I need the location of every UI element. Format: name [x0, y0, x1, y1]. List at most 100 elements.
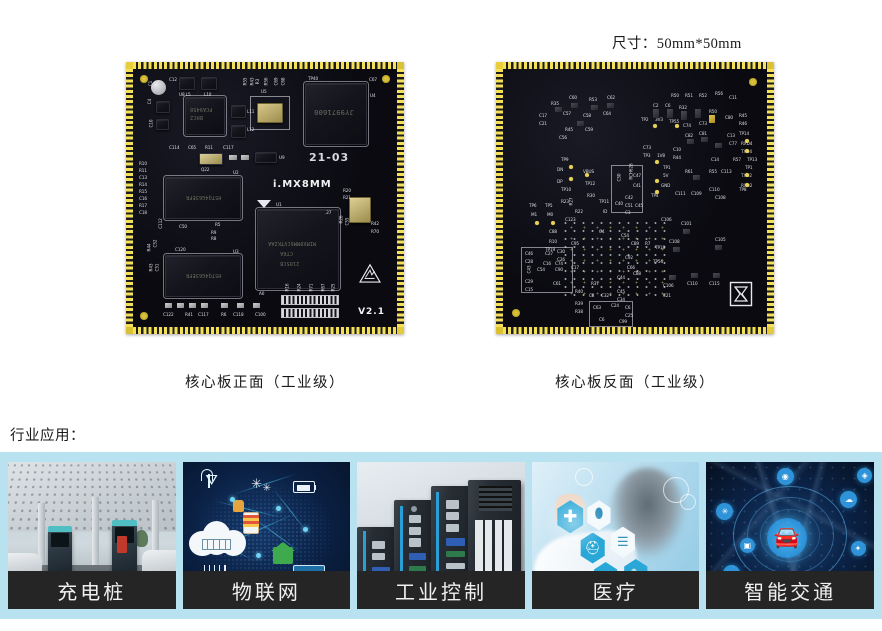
- date-code-marking: 21-03: [309, 151, 350, 164]
- capacitor: [653, 109, 659, 118]
- app-tile-label: 物联网: [182, 571, 351, 609]
- mounting-hole: [382, 75, 390, 83]
- pcb-front: PCA9450 BHCZ U8 L5 L10 C4 C10 C1 C12 JY9…: [126, 62, 404, 334]
- capacitor: [555, 107, 562, 112]
- mounting-hole: [749, 78, 757, 86]
- capacitor: [713, 273, 720, 278]
- silkscreen-outline: [589, 301, 633, 327]
- capacitor: [667, 109, 673, 118]
- rtc-crystal: [349, 197, 371, 223]
- test-point: [569, 177, 573, 181]
- test-point: [745, 149, 749, 153]
- app-tile-label: 充电桩: [8, 571, 176, 609]
- board-front-figure: PCA9450 BHCZ U8 L5 L10 C4 C10 C1 C12 JY9…: [126, 62, 404, 334]
- capacitor: [229, 155, 237, 160]
- capacitor: [571, 103, 578, 108]
- test-point: [745, 139, 749, 143]
- passive-component-field: [561, 219, 671, 299]
- capacitor: [237, 303, 244, 308]
- pin1-marker: [257, 200, 271, 208]
- capacitor: [715, 245, 722, 250]
- test-pad: [151, 80, 166, 95]
- app-tile-medical[interactable]: ✚ ⬮ ⛑ ☰ ▣ ✎ 医疗: [531, 462, 700, 609]
- app-tile-industrial-control[interactable]: 工业控制: [357, 462, 525, 609]
- connector-q22: [199, 153, 223, 165]
- capacitor: [189, 303, 196, 308]
- ddr-memory-chip-2: H5TQ4G63EFR: [163, 253, 243, 299]
- castellated-edge-bottom: [133, 327, 397, 334]
- capacitor: [607, 103, 614, 108]
- castellated-edge-bottom: [503, 327, 767, 334]
- test-point: [535, 221, 539, 225]
- board-back-figure: R35 C60 R53 C62 C17 C21 C57 C58 C64 R45 …: [496, 62, 774, 334]
- caption-front: 核心板正面（工业级）: [185, 375, 345, 391]
- capacitor: [577, 121, 584, 126]
- capacitor: [221, 303, 228, 308]
- mounting-hole: [140, 75, 148, 83]
- app-tile-label: 智能交通: [706, 571, 874, 609]
- capacitor: [709, 115, 715, 123]
- inductor-l5: [179, 77, 195, 90]
- capacitor: [165, 303, 172, 308]
- castellated-edge-right: [397, 69, 404, 327]
- app-tile-ev-charging[interactable]: 充电桩: [8, 462, 176, 609]
- capacitor: [177, 303, 184, 308]
- test-point: [585, 173, 589, 177]
- castellated-edge-right: [767, 69, 774, 327]
- silkscreen-outline: [611, 165, 643, 213]
- industry-applications-strip: 充电桩: [0, 452, 882, 619]
- mounting-hole: [512, 309, 520, 317]
- inductor: [156, 119, 169, 130]
- capacitor: [687, 139, 694, 144]
- test-pad-row: [281, 295, 339, 305]
- inductor-l15: [156, 101, 170, 113]
- app-tile-label: 医疗: [531, 571, 700, 609]
- crystal-oscillator: [257, 103, 283, 123]
- test-pad-row: [281, 308, 339, 318]
- test-point: [745, 183, 749, 187]
- inductor-l10: [201, 77, 217, 90]
- inductor: [231, 105, 246, 118]
- app-tile-smart-traffic[interactable]: 🚘 ◉ ✳ ☁ ▣ ☁ ✦ ◈ 智能交通: [706, 462, 874, 609]
- test-point: [745, 173, 749, 177]
- castellated-edge-left: [496, 69, 503, 327]
- test-point: [551, 221, 555, 225]
- pcb-back: R35 C60 R53 C62 C17 C21 C57 C58 C64 R45 …: [496, 62, 774, 334]
- app-tile-label: 工业控制: [357, 571, 525, 609]
- capacitor: [253, 303, 260, 308]
- inductor: [231, 125, 246, 138]
- pmic-chip: PCA9450 BHCZ: [183, 95, 227, 137]
- capacitor: [695, 109, 701, 118]
- pcb-back-substrate: R35 C60 R53 C62 C17 C21 C57 C58 C64 R45 …: [503, 69, 767, 327]
- capacitor: [241, 155, 249, 160]
- pcb-front-substrate: PCA9450 BHCZ U8 L5 L10 C4 C10 C1 C12 JY9…: [133, 69, 397, 327]
- version-marking: V2.1: [358, 307, 385, 317]
- industry-applications-label: 行业应用：: [10, 428, 85, 444]
- ic-small: [255, 152, 277, 163]
- soc-marking: i.MX8MM: [273, 179, 332, 190]
- test-point: [655, 190, 659, 194]
- mounting-hole: [140, 312, 148, 320]
- capacitor: [693, 175, 700, 180]
- capacitor: [673, 247, 680, 252]
- weee-icon: [729, 281, 753, 307]
- capacitor: [701, 137, 708, 142]
- castellated-edge-top: [133, 62, 397, 69]
- castellated-edge-top: [503, 62, 767, 69]
- app-tile-iot[interactable]: ⛛ ✳ ✳: [182, 462, 351, 609]
- capacitor: [681, 111, 687, 120]
- test-point: [655, 179, 659, 183]
- capacitor: [683, 229, 690, 234]
- dimension-label: 尺寸：50mm*50mm: [612, 36, 742, 52]
- soc-processor-bga: MIMX8MM6CVTKZAA CTKA 2105CB: [255, 207, 341, 291]
- test-point: [655, 160, 659, 164]
- test-point: [675, 124, 679, 128]
- capacitor: [669, 275, 676, 280]
- capacitor: [715, 143, 722, 148]
- castellated-edge-left: [126, 69, 133, 327]
- capacitor: [691, 273, 698, 278]
- capacitor: [591, 105, 598, 110]
- capacitor: [201, 303, 208, 308]
- silkscreen-outline: [250, 96, 290, 130]
